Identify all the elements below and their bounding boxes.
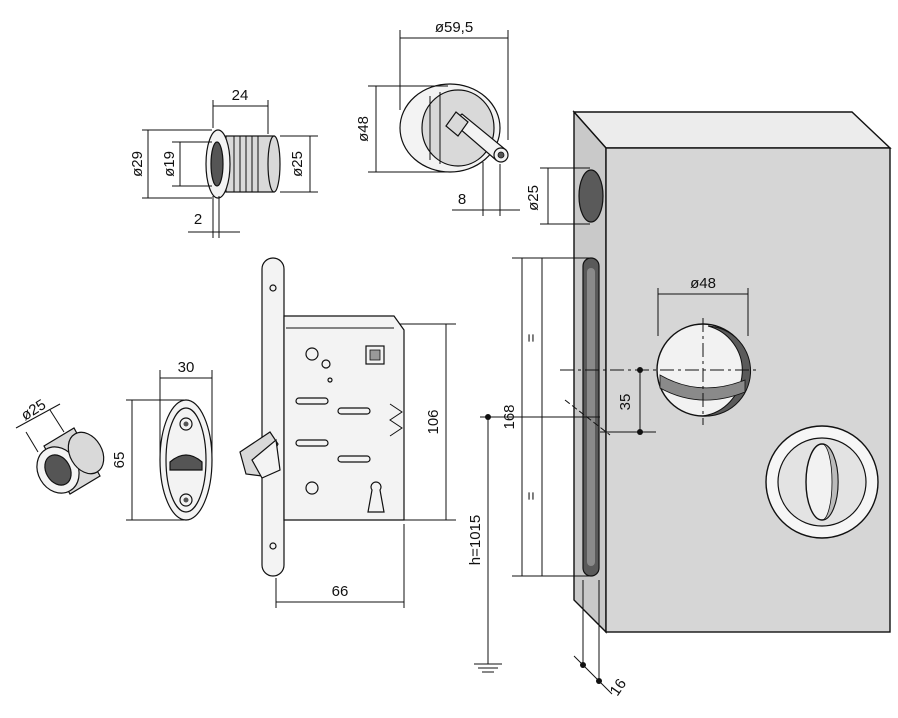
lock-latch-head	[251, 438, 281, 479]
lock-spring	[389, 403, 403, 437]
faceplate-screw-bottom	[269, 542, 277, 550]
dim-rosette-width: ø59,5	[435, 19, 473, 36]
dim-depth-dot1	[580, 662, 586, 668]
lock-keyhole	[367, 481, 385, 513]
dim-pull-diameter: ø25	[18, 396, 49, 424]
dim-plate-width: 30	[178, 359, 195, 376]
dim-pull-ext2	[49, 409, 65, 433]
lock-hole-2	[321, 359, 331, 369]
block-dimensions: ø25 ø48 35 168 = = h=1015 16	[467, 167, 749, 699]
dim-lock-height: 106	[425, 409, 442, 434]
oval-plate-dimensions: 30 65	[111, 359, 213, 521]
block-top-face	[572, 111, 892, 149]
faceplate-screw-top	[269, 284, 277, 292]
dim-cylinder-length: 24	[232, 87, 249, 104]
dim-floor-dot	[485, 414, 491, 420]
dim-equal-top: =	[523, 333, 540, 342]
rosette-dimensions: ø59,5 ø48 8	[355, 19, 520, 216]
dim-pull-line	[15, 403, 61, 429]
dim-block-hole-mid: ø48	[690, 275, 716, 292]
lock-body-part	[239, 257, 405, 577]
cylinder-part	[205, 129, 281, 199]
dim-block-hole-top: ø25	[525, 185, 542, 211]
dim-cylinder-inner: ø19	[161, 151, 178, 177]
rosette-spindle-base	[445, 111, 469, 137]
dim-depth-dot2	[596, 678, 602, 684]
block-handle-hole-inner	[659, 374, 746, 401]
dim-floor-height: h=1015	[467, 515, 484, 565]
cylinder-end	[267, 135, 281, 193]
dim-depth-line	[573, 655, 613, 695]
lock-slot-2	[337, 407, 371, 415]
dim-offset-dot2	[637, 429, 643, 435]
pull-ring-back	[67, 431, 105, 475]
lock-hole-1	[305, 347, 319, 361]
rosette-spindle-hole	[497, 151, 505, 159]
dim-cylinder-outer: ø29	[129, 151, 146, 177]
dim-cylinder-rim: 2	[194, 211, 202, 228]
pull-ring-part	[36, 427, 105, 495]
block-top-hole	[578, 169, 604, 223]
cylinder-dimensions: 24 ø29 ø19 ø25 2	[129, 87, 318, 238]
dim-cylinder-body: ø25	[289, 151, 306, 177]
lock-faceplate	[261, 257, 285, 577]
dim-pull-ext1	[25, 431, 39, 453]
door-block	[560, 110, 892, 634]
lock-slot-3	[295, 439, 329, 447]
rosette-part	[399, 83, 509, 173]
pull-ring-bore	[44, 454, 72, 486]
lock-hole-3	[305, 481, 319, 495]
block-rosette-knob-shade	[821, 443, 839, 521]
dim-rosette-height: ø48	[355, 116, 372, 142]
block-front-face	[605, 147, 891, 633]
dim-offset-dot1	[637, 367, 643, 373]
dim-plate-height: 65	[111, 452, 128, 469]
dim-block-offset: 35	[617, 394, 634, 411]
slot-diagonal	[564, 399, 611, 436]
lock-hole-4	[327, 377, 333, 383]
dim-spindle: 8	[458, 191, 466, 208]
cylinder-bore	[210, 141, 224, 187]
lock-case	[283, 315, 405, 521]
lock-slot-1	[295, 397, 329, 405]
oval-plate-indicator	[169, 454, 203, 471]
dim-equal-bottom: =	[523, 491, 540, 500]
oval-plate-screw-bottom-hole	[183, 497, 189, 503]
lock-square-hub-inner	[369, 349, 381, 361]
dim-block-depth: 16	[607, 676, 630, 699]
dim-lock-width: 66	[332, 583, 349, 600]
lock-dimensions: 106 66	[275, 323, 456, 608]
oval-plate-part	[159, 399, 213, 521]
cylinder-body	[225, 135, 275, 193]
lock-slot-4	[337, 455, 371, 463]
oval-plate-screw-top-hole	[183, 421, 189, 427]
